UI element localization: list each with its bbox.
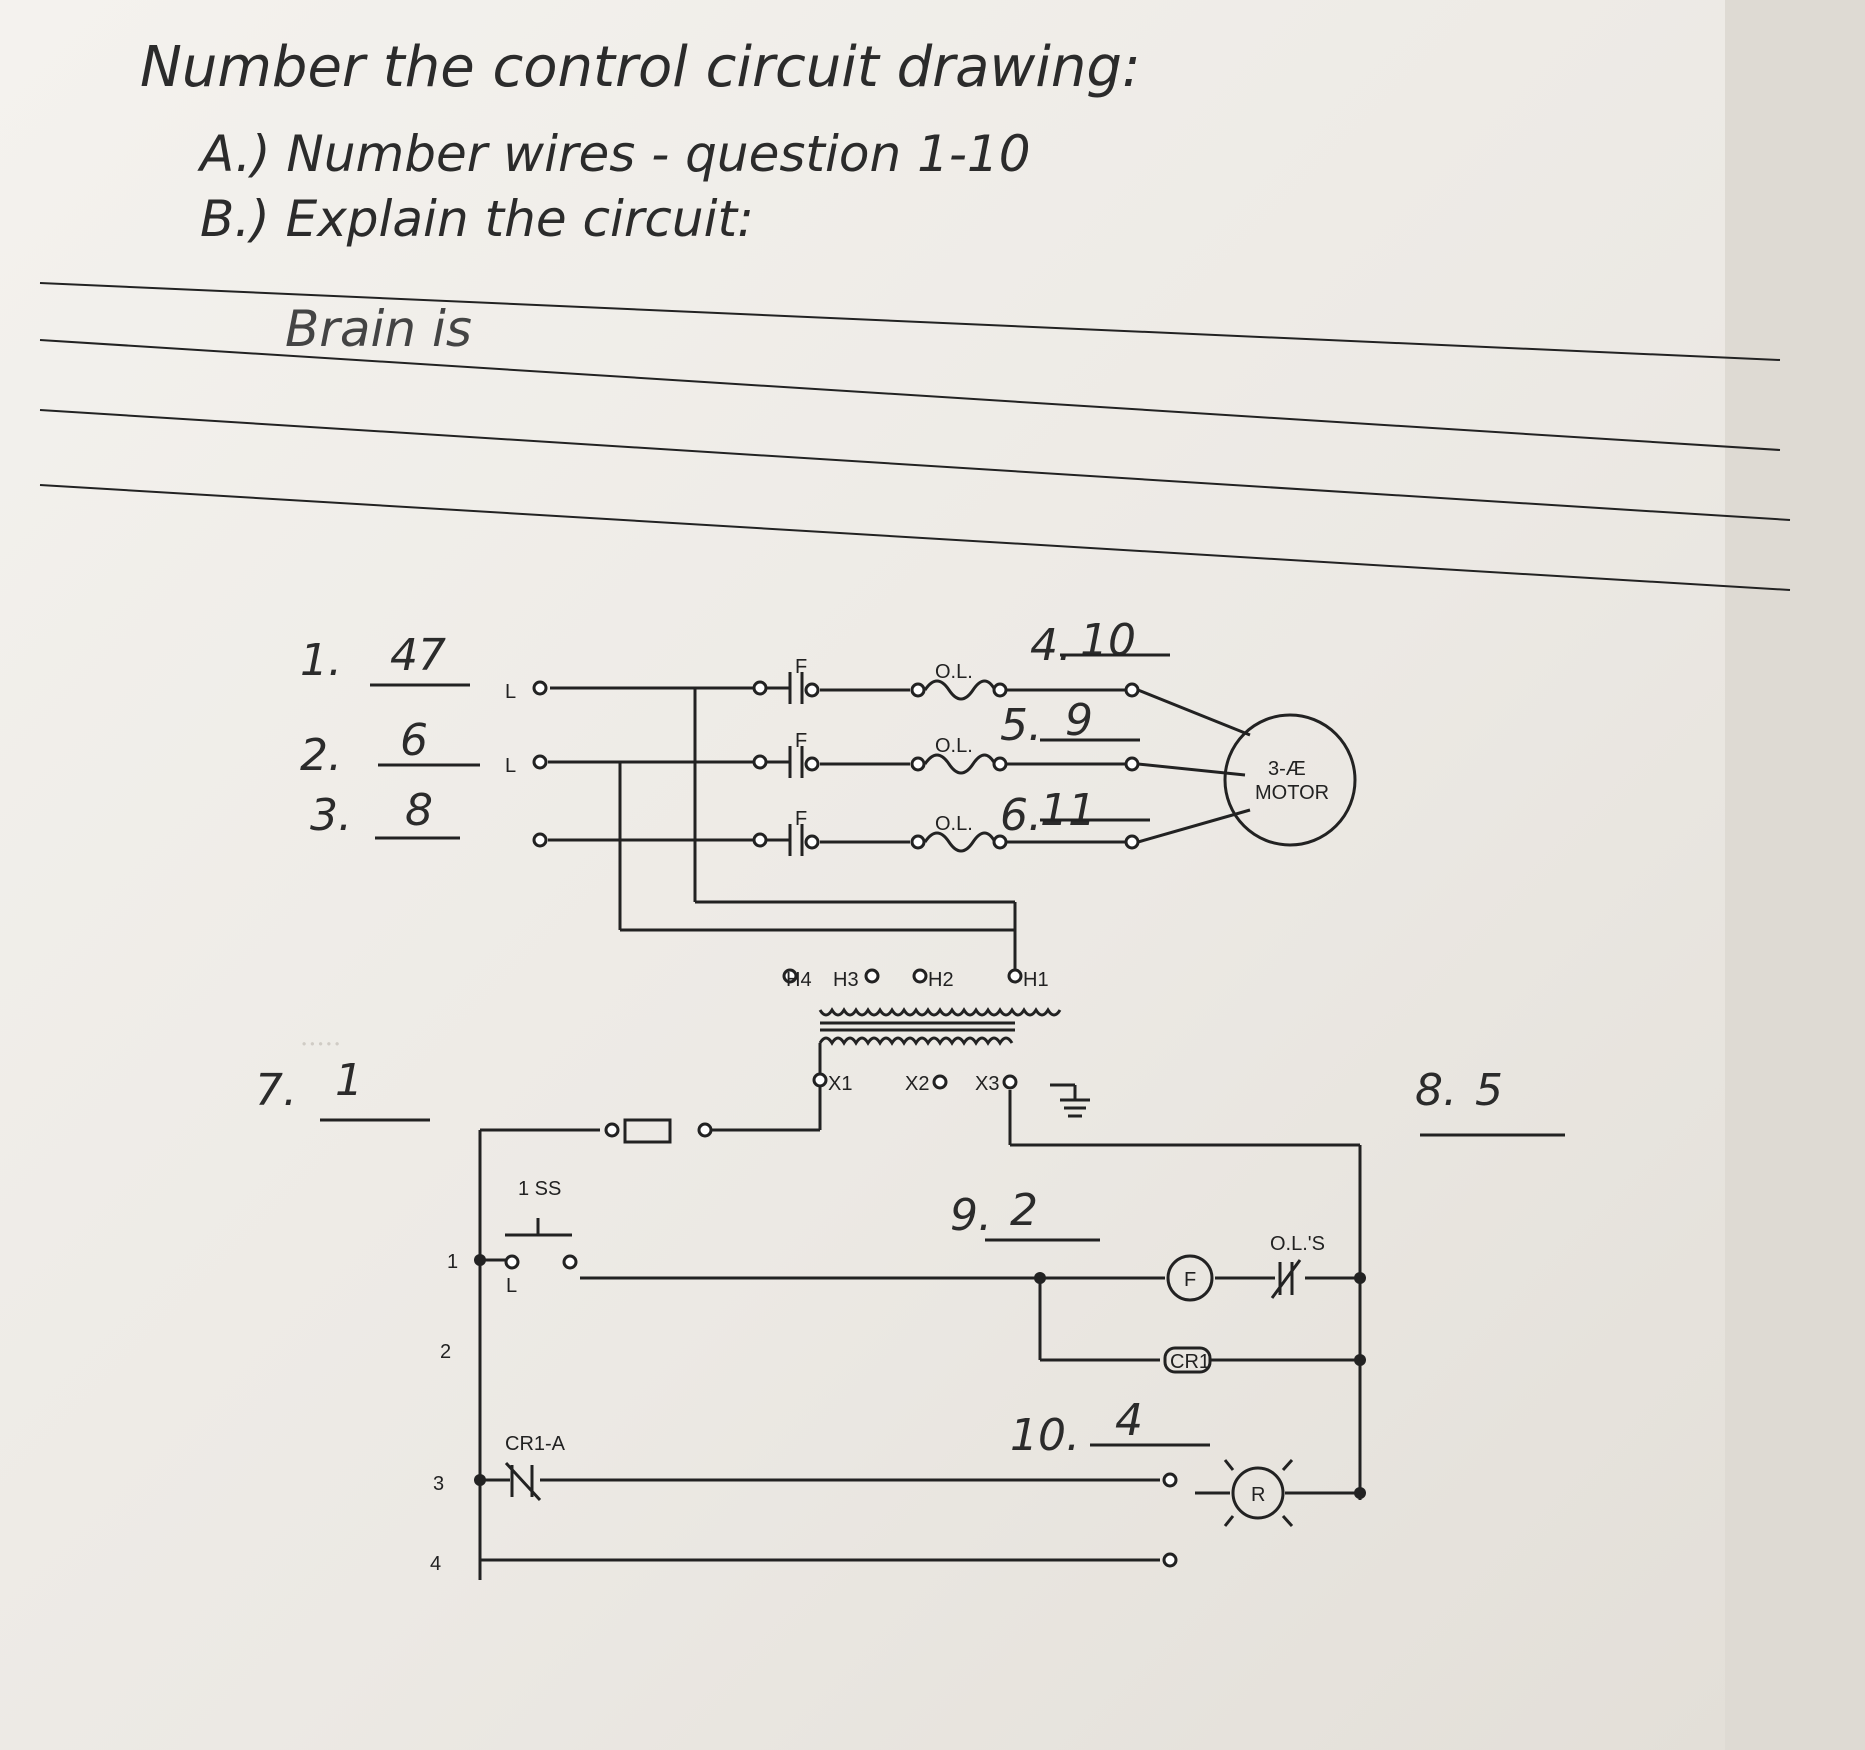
question-9-answer: 2: [1010, 1185, 1038, 1236]
rung-number-4: 4: [430, 1553, 441, 1575]
line-label-1: L: [505, 681, 516, 703]
question-1-label: 1.: [300, 635, 342, 686]
contact-label-1: F: [795, 656, 807, 678]
question-4-label: 4.: [1030, 620, 1072, 671]
terminal-x1: X1: [828, 1073, 852, 1095]
question-3-answer: 8: [405, 785, 433, 836]
terminal-h4: H4: [786, 969, 812, 991]
terminal-h3: H3: [833, 969, 859, 991]
cr1-contact-label: CR1-A: [505, 1433, 566, 1455]
contact-label-2: F: [795, 730, 807, 752]
rung-number-2: 2: [440, 1341, 451, 1363]
question-7-answer: 1: [335, 1055, 363, 1106]
question-1-answer: 47: [390, 630, 446, 681]
overload-label-3: O.L.: [935, 813, 973, 835]
overload-label-1: O.L.: [935, 661, 973, 683]
rung-number-1: 1: [447, 1251, 458, 1273]
selector-switch-label: 1 SS: [518, 1178, 561, 1200]
terminal-h2: H2: [928, 969, 954, 991]
selector-position-label: L: [506, 1275, 517, 1297]
coil-cr1-label: CR1: [1170, 1351, 1210, 1373]
terminal-x3: X3: [975, 1073, 999, 1095]
terminal-x2: X2: [905, 1073, 929, 1095]
part-b-prompt: B.) Explain the circuit:: [200, 190, 754, 248]
worksheet-title: Number the control circuit drawing:: [140, 35, 1141, 100]
question-3-label: 3.: [310, 790, 352, 841]
question-7-label: 7.: [255, 1065, 297, 1116]
terminal-h1: H1: [1023, 969, 1049, 991]
overload-label-2: O.L.: [935, 735, 973, 757]
motor-phase-label: 3-Æ: [1268, 758, 1306, 780]
question-9-label: 9.: [950, 1190, 992, 1241]
question-2-answer: 6: [400, 715, 428, 766]
question-5-label: 5.: [1000, 700, 1042, 751]
explanation-answer: Brain is: [285, 300, 472, 358]
part-a-prompt: A.) Number wires - question 1-10: [200, 125, 1031, 183]
question-5-answer: 9: [1065, 695, 1093, 746]
question-10-label: 10.: [1010, 1410, 1080, 1461]
question-4-answer: 10: [1080, 615, 1136, 666]
overload-contacts-label: O.L.'S: [1270, 1233, 1325, 1255]
question-6-answer: 11: [1040, 785, 1096, 836]
coil-f-label: F: [1184, 1269, 1196, 1291]
bleed-through-text: ·····: [300, 1030, 342, 1060]
rung-number-3: 3: [433, 1473, 444, 1495]
question-8-label: 8.: [1415, 1065, 1457, 1116]
question-2-label: 2.: [300, 730, 342, 781]
contact-label-3: F: [795, 808, 807, 830]
question-10-answer: 4: [1115, 1395, 1143, 1446]
question-6-label: 6.: [1000, 790, 1042, 841]
line-label-2: L: [505, 755, 516, 777]
motor-label: MOTOR: [1255, 782, 1329, 804]
question-8-answer: 5: [1475, 1065, 1503, 1116]
lamp-label: R: [1251, 1484, 1265, 1506]
background-page: [1725, 0, 1865, 1750]
